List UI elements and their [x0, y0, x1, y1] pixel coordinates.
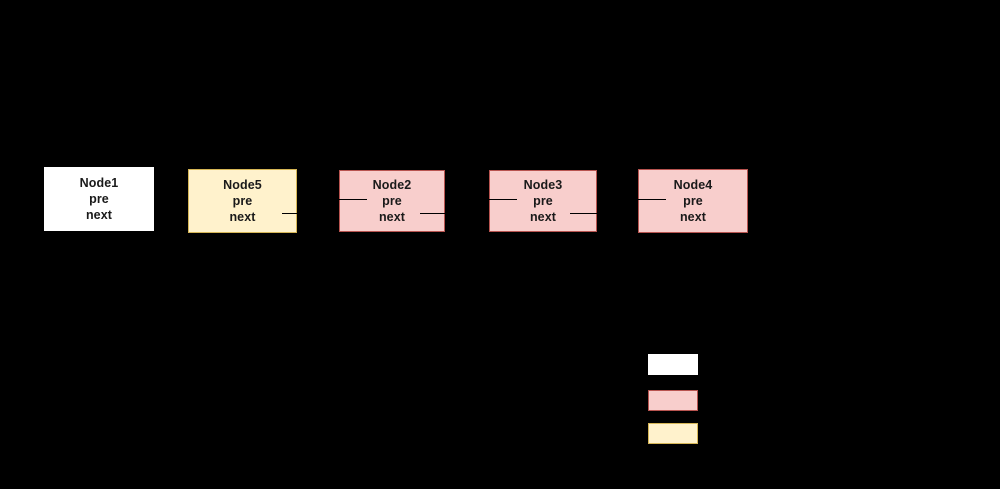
connector-node3-pre[interactable]	[487, 199, 517, 200]
node-node4[interactable]: Node4 pre next	[638, 169, 748, 233]
node-field-pre: pre	[382, 194, 402, 208]
connector-node3-next[interactable]	[570, 213, 600, 214]
node-field-pre: pre	[683, 194, 703, 208]
node-field-pre: pre	[232, 194, 253, 208]
legend-swatch-pink[interactable]	[648, 390, 698, 411]
node-field-pre: pre	[533, 194, 553, 208]
node-field-pre: pre	[89, 192, 109, 206]
node-title: Node2	[372, 178, 412, 192]
node-title: Node3	[523, 178, 563, 192]
node-node5[interactable]: Node5 pre next	[188, 169, 297, 233]
connector-node5-next[interactable]	[282, 213, 315, 214]
legend-swatch-white[interactable]	[648, 354, 698, 375]
connector-node2-pre[interactable]	[337, 199, 367, 200]
node-title: Node4	[673, 178, 713, 192]
legend-swatch-yellow[interactable]	[648, 423, 698, 444]
node-field-next: next	[85, 208, 113, 222]
node-title: Node1	[79, 176, 119, 190]
connector-node2-next[interactable]	[420, 213, 450, 214]
node-field-next: next	[378, 210, 406, 224]
node-title: Node5	[223, 178, 262, 192]
node-node2[interactable]: Node2 pre next	[339, 170, 445, 232]
connector-node4-pre[interactable]	[636, 199, 666, 200]
node-node3[interactable]: Node3 pre next	[489, 170, 597, 232]
node-field-next: next	[229, 210, 256, 224]
node-field-next: next	[529, 210, 557, 224]
node-field-next: next	[679, 210, 707, 224]
node-node1[interactable]: Node1 pre next	[44, 167, 154, 231]
